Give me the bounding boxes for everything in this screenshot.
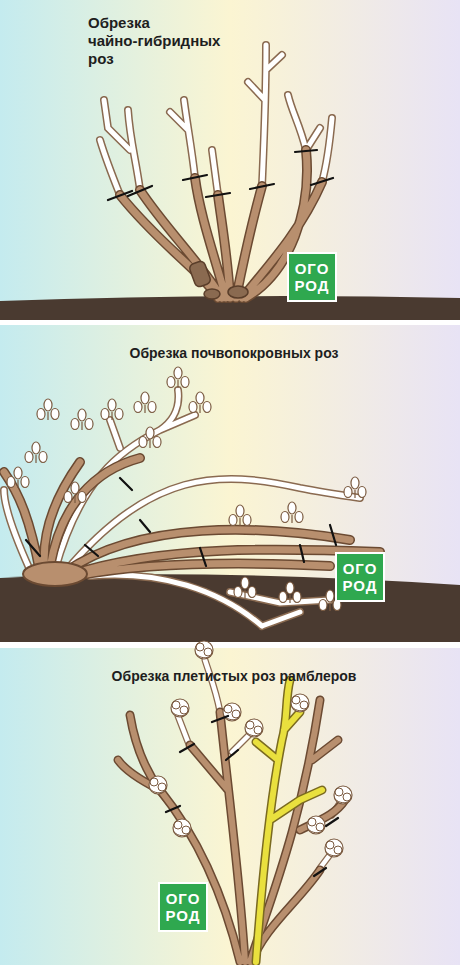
rose-flower <box>171 699 189 717</box>
leaf-cluster <box>25 442 47 463</box>
stem-outline <box>4 458 380 576</box>
stem-fill <box>4 458 380 576</box>
stem-outline <box>100 45 332 195</box>
panel-background <box>0 0 460 320</box>
rose-flower <box>325 839 343 857</box>
rose-flower <box>173 819 191 837</box>
cut-marks <box>26 478 336 566</box>
leaf-cluster <box>281 502 303 523</box>
stem-outline <box>4 458 380 576</box>
cut-stump <box>204 289 220 299</box>
cut-marks <box>166 716 338 876</box>
watermark-logo: ОГО РОД <box>158 882 208 932</box>
leaf-cluster <box>234 577 256 598</box>
kept-stems <box>4 458 380 576</box>
leaf-cluster <box>101 399 123 420</box>
rose-flower <box>307 816 325 834</box>
rose-flower <box>195 641 213 659</box>
stem-fill <box>118 700 345 962</box>
watermark-logo: ОГО РОД <box>335 552 385 602</box>
rose-flower <box>245 719 263 737</box>
stem-fill <box>4 458 380 576</box>
stem-outline <box>118 700 345 962</box>
panel-title: Обрезка почвопокровных роз <box>4 344 460 362</box>
cut-stump <box>228 286 248 298</box>
cut-stump <box>188 260 211 288</box>
leaf-cluster <box>7 467 29 488</box>
stem-fill <box>100 45 332 195</box>
leaf-cluster <box>37 399 59 420</box>
leaves <box>7 367 366 611</box>
cut-mark <box>26 478 336 566</box>
leaf-cluster <box>64 482 86 503</box>
rose-flower <box>223 703 241 721</box>
panel-title: Обрезка плетистых роз рамблеров <box>4 667 460 685</box>
stem-outline <box>118 700 345 962</box>
cut-marks <box>108 150 333 200</box>
rose-flower <box>334 786 352 804</box>
rose-flower <box>149 776 167 794</box>
shrub-base <box>23 562 87 586</box>
watermark-logo: ОГО РОД <box>287 252 337 302</box>
stem-fill <box>118 700 345 962</box>
kept-stems <box>118 680 345 962</box>
stem-outline <box>100 45 332 195</box>
old-wood-stems <box>100 45 332 195</box>
leaf-cluster <box>139 427 161 448</box>
leaf-cluster <box>229 505 251 526</box>
stem-fill <box>100 45 332 195</box>
leaf-cluster <box>279 582 301 603</box>
leaf-cluster <box>344 477 366 498</box>
cut-mark <box>108 150 333 200</box>
leaf-cluster <box>71 409 93 430</box>
leaf-cluster <box>134 392 156 413</box>
panel-title: Обрезка чайно-гибридных роз <box>88 14 228 68</box>
rose-flower <box>291 694 309 712</box>
panel-background <box>0 325 460 642</box>
leaf-cluster <box>189 392 211 413</box>
cut-mark <box>166 716 338 876</box>
panel-background <box>0 648 460 965</box>
leaf-cluster <box>167 367 189 388</box>
